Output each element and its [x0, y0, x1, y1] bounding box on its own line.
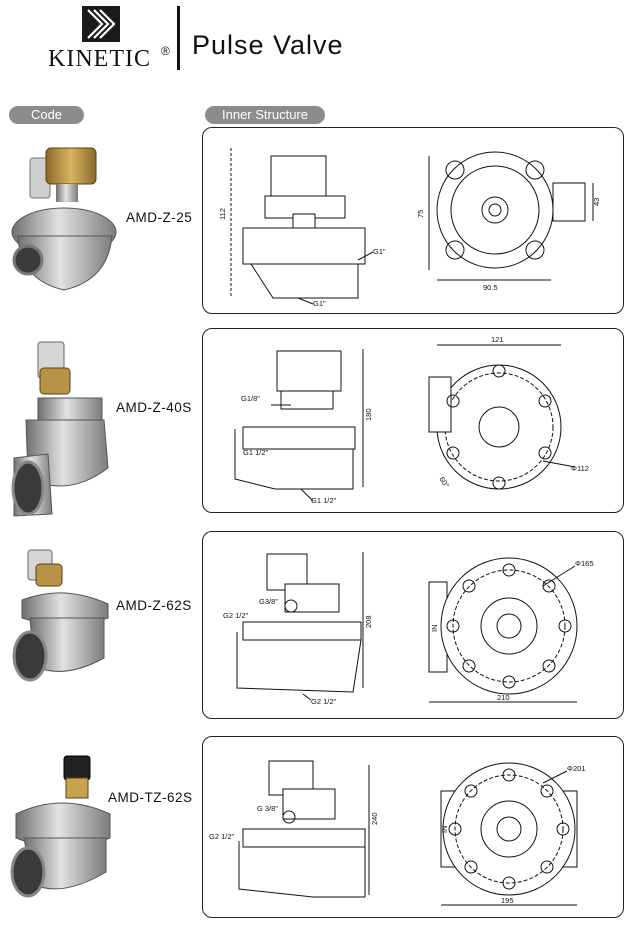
model-label: AMD-Z-40S [116, 400, 192, 415]
dim-coil: 43 [592, 198, 601, 206]
header-divider [177, 6, 180, 70]
dim-angle: 60° [437, 475, 451, 489]
inner-structure-panel: G 3/8" G2 1/2" 240 IN Φ201 195 [202, 736, 624, 918]
dim-port-side: G2 1/2" [209, 832, 235, 841]
model-label: AMD-TZ-62S [108, 790, 193, 805]
schematic-drawing: G3/8" G2 1/2" 208 G2 1/2" IN Φ165 210 [223, 552, 594, 706]
dim-port-side: G1" [373, 247, 386, 256]
product-photo [8, 140, 120, 305]
dim-diameter: Φ112 [571, 464, 589, 473]
dim-port-bottom: G1" [313, 299, 326, 308]
product-photo [6, 752, 118, 907]
page-title: Pulse Valve [192, 30, 344, 60]
dim-port-bottom: G1 1/2" [311, 496, 337, 505]
registered-mark: ® [161, 44, 170, 58]
dim-diameter: Φ165 [575, 559, 594, 568]
dim-port-side: G1 1/2" [243, 448, 269, 457]
dim-height: 208 [364, 615, 373, 628]
schematic-drawing: G1/8" G1 1/2" 180 G1 1/2" 121 60° Φ112 [234, 335, 589, 505]
dim-pilot: G3/8" [259, 597, 278, 606]
kinetic-logo-mark [82, 6, 120, 42]
dim-height: 240 [370, 812, 379, 825]
product-photo [8, 548, 118, 693]
dim-top-width: 121 [491, 335, 504, 344]
dim-pilot: G 3/8" [257, 804, 278, 813]
model-label: AMD-Z-25 [126, 210, 193, 225]
inner-structure-header: Inner Structure [205, 106, 325, 124]
dim-depth: 75 [416, 210, 425, 218]
dim-width: 90.5 [483, 283, 498, 292]
dim-height: 112 [218, 208, 227, 220]
dim-port-side: G2 1/2" [223, 611, 249, 620]
dim-width: 210 [497, 693, 510, 702]
inner-structure-panel: G1/8" G1 1/2" 180 G1 1/2" 121 60° Φ112 [202, 328, 624, 513]
dim-pilot: G1/8" [241, 394, 260, 403]
product-photo [8, 338, 118, 528]
schematic-drawing: G 3/8" G2 1/2" 240 IN Φ201 195 [209, 760, 586, 906]
inlet-label: IN [440, 826, 449, 834]
dim-height: 180 [364, 408, 373, 421]
inner-structure-panel: G3/8" G2 1/2" 208 G2 1/2" IN Φ165 210 [202, 531, 624, 719]
dim-width: 195 [501, 896, 514, 905]
inner-structure-panel: 112 G1" G1" 75 43 90.5 [202, 127, 624, 314]
code-header: Code [9, 106, 84, 124]
brand-name: KINETIC [48, 46, 151, 72]
inlet-label: IN [430, 625, 439, 633]
model-label: AMD-Z-62S [116, 598, 192, 613]
dim-diameter: Φ201 [567, 764, 586, 773]
dim-port-bottom: G2 1/2" [311, 697, 337, 706]
schematic-drawing: 112 G1" G1" 75 43 90.5 [218, 148, 601, 308]
